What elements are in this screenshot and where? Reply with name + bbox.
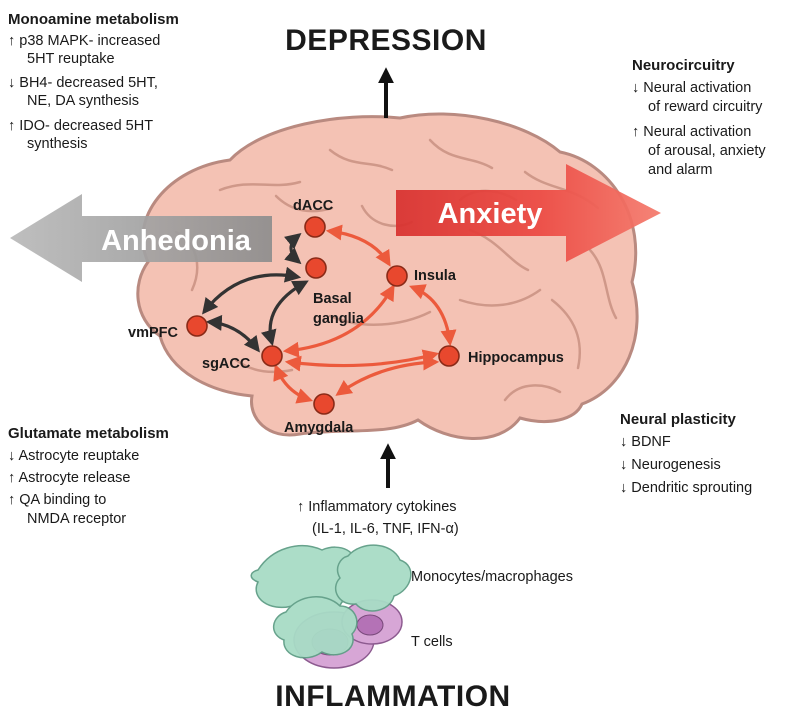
cytokines-line: ↑ Inflammatory cytokines [297, 499, 457, 515]
cytokines-block: ↑ Inflammatory cytokines (IL-1, IL-6, TN… [297, 499, 459, 537]
neurocircuitry-line: and alarm [648, 162, 712, 178]
monoamine-line: ↓ BH4- decreased 5HT, [8, 75, 158, 91]
depression-title: DEPRESSION [285, 24, 487, 57]
neurocircuitry-block: Neurocircuitry ↓ Neural activation of re… [632, 57, 766, 178]
monoamine-line: 5HT reuptake [27, 51, 115, 67]
plasticity-block: Neural plasticity ↓ BDNF ↓ Neurogenesis … [620, 411, 752, 496]
t-cell-nucleus [357, 615, 383, 635]
monoamine-line: NE, DA synthesis [27, 93, 139, 109]
neurocircuitry-line: of reward circuitry [648, 99, 763, 115]
immune-cells: Monocytes/macrophages T cells [251, 545, 573, 668]
glutamate-line: ↑ Astrocyte release [8, 470, 131, 486]
anxiety-label: Anxiety [438, 198, 543, 230]
monoamine-line: ↑ IDO- decreased 5HT [8, 118, 153, 134]
glutamate-block: Glutamate metabolism ↓ Astrocyte reuptak… [8, 425, 169, 527]
node-amygdala [314, 394, 334, 414]
neurocircuitry-line: ↑ Neural activation [632, 124, 751, 140]
monoamine-line: synthesis [27, 136, 87, 152]
plasticity-line: ↓ Neurogenesis [620, 457, 721, 473]
label-sgacc: sgACC [202, 356, 251, 372]
glutamate-line: ↓ Astrocyte reuptake [8, 448, 139, 464]
glutamate-title: Glutamate metabolism [8, 425, 169, 442]
label-basal-2: ganglia [313, 311, 365, 327]
inflammation-title: INFLAMMATION [275, 680, 510, 713]
label-insula: Insula [414, 268, 457, 284]
node-basal-ganglia [306, 258, 326, 278]
monoamine-block: Monoamine metabolism ↑ p38 MAPK- increas… [8, 11, 179, 152]
node-dacc [305, 217, 325, 237]
node-hippocampus [439, 346, 459, 366]
neurocircuitry-line: ↓ Neural activation [632, 80, 751, 96]
node-sgacc [262, 346, 282, 366]
label-amygdala: Amygdala [284, 420, 354, 436]
monocytes-label: Monocytes/macrophages [411, 569, 573, 585]
glutamate-line: NMDA receptor [27, 511, 126, 527]
plasticity-title: Neural plasticity [620, 411, 737, 428]
label-dacc: dACC [293, 198, 334, 214]
label-basal-1: Basal [313, 291, 352, 307]
plasticity-line: ↓ BDNF [620, 434, 671, 450]
t-cells-label: T cells [411, 634, 453, 650]
label-hippocampus: Hippocampus [468, 350, 564, 366]
label-vmpfc: vmPFC [128, 325, 178, 341]
anhedonia-label: Anhedonia [101, 225, 252, 257]
neurocircuitry-title: Neurocircuitry [632, 57, 735, 74]
cytokines-line: (IL-1, IL-6, TNF, IFN-α) [312, 521, 459, 537]
neurocircuitry-line: of arousal, anxiety [648, 143, 766, 159]
plasticity-line: ↓ Dendritic sprouting [620, 480, 752, 496]
node-insula [387, 266, 407, 286]
monoamine-title: Monoamine metabolism [8, 11, 179, 28]
node-vmpfc [187, 316, 207, 336]
monoamine-line: ↑ p38 MAPK- increased [8, 33, 160, 49]
glutamate-line: ↑ QA binding to [8, 492, 106, 508]
